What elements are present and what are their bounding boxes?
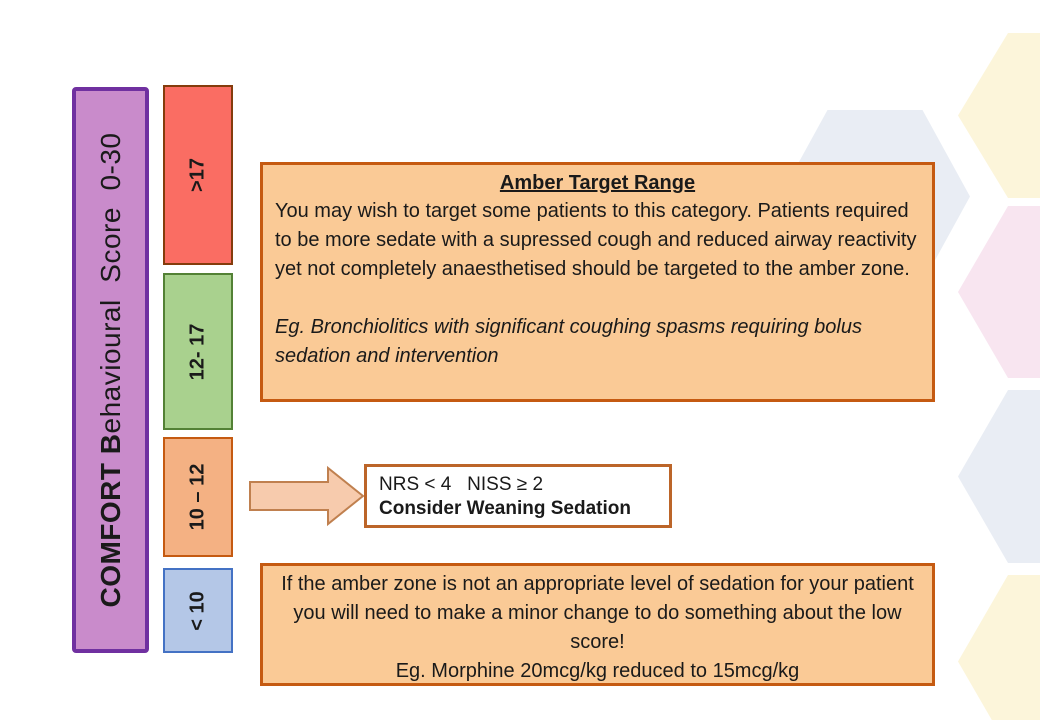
- hexagon-decoration: [958, 206, 1040, 378]
- low-score-advice-example: Eg. Morphine 20mcg/kg reduced to 15mcg/k…: [395, 660, 800, 682]
- hexagon-decoration: [958, 33, 1040, 198]
- axis-label-bold-segment: COMFORT B: [94, 433, 126, 608]
- axis-label-rest-segment: ehavioural Score 0-30: [94, 132, 126, 434]
- amber-target-range-example: Eg. Bronchiolitics with significant coug…: [275, 316, 862, 367]
- hexagon-decoration: [958, 390, 1040, 563]
- low-score-advice-body: If the amber zone is not an appropriate …: [281, 573, 914, 653]
- comfort-score-axis: COMFORT Behavioural Score 0-30: [72, 87, 149, 653]
- amber-target-range-title: Amber Target Range: [499, 172, 696, 194]
- weaning-criteria-box: NRS < 4 NISS ≥ 2 Consider Weaning Sedati…: [364, 464, 672, 528]
- score-band-12-17: 12- 17: [163, 273, 233, 430]
- weaning-criteria-values: NRS < 4 NISS ≥ 2: [379, 474, 544, 495]
- weaning-action-label: Consider Weaning Sedation: [379, 498, 631, 519]
- score-band-under-10: < 10: [163, 568, 233, 653]
- score-band-label: < 10: [186, 590, 209, 631]
- comfort-score-axis-label: COMFORT Behavioural Score 0-30: [95, 132, 127, 607]
- score-band-over-17: >17: [163, 85, 233, 265]
- low-score-advice-box: If the amber zone is not an appropriate …: [260, 563, 935, 686]
- score-band-label: >17: [186, 158, 209, 192]
- score-band-label: 12- 17: [186, 323, 209, 380]
- score-band-10-12: 10 – 12: [163, 437, 233, 557]
- score-band-label: 10 – 12: [186, 463, 209, 531]
- hexagon-decoration: [958, 575, 1040, 720]
- block-arrow-right-icon: [249, 465, 365, 527]
- amber-target-range-box: Amber Target Range You may wish to targe…: [260, 162, 935, 402]
- amber-target-range-body: You may wish to target some patients to …: [275, 200, 917, 280]
